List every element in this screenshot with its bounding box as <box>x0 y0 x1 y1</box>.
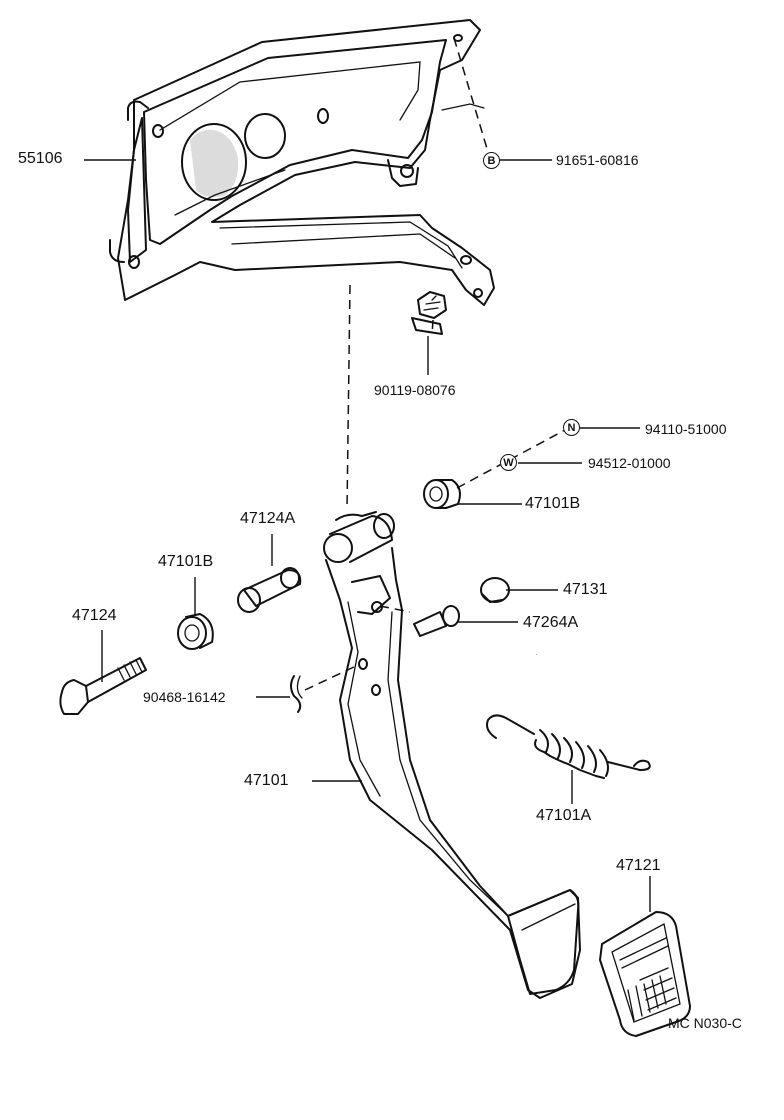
label-stopper: 47131 <box>563 581 608 598</box>
bushing-left <box>177 613 214 650</box>
label-bracket: 55106 <box>18 150 63 167</box>
return-spring <box>486 714 651 779</box>
brake-pedal <box>323 511 581 999</box>
bushing-right <box>423 479 461 509</box>
label-bushing-right: 47101B <box>525 495 581 512</box>
badge-bolt-upper: B <box>483 152 500 169</box>
pedal-bracket <box>109 19 495 306</box>
bolt-upper-shaft <box>411 291 447 335</box>
badge-washer: W <box>500 454 517 471</box>
collar <box>237 567 302 613</box>
label-bolt-mid: 90119-08076 <box>374 382 456 398</box>
label-pad: 47121 <box>616 857 661 874</box>
label-clip: 90468-16142 <box>143 689 226 705</box>
stopper <box>480 577 510 603</box>
label-washer: 94512-01000 <box>588 455 671 471</box>
badge-nut: N <box>563 419 580 436</box>
label-pin: 47264A <box>523 614 579 631</box>
label-pedal: 47101 <box>244 772 289 789</box>
diagram-code: MC N030-C <box>668 1015 742 1031</box>
pedal-bolt <box>59 657 147 715</box>
label-collar: 47124A <box>240 510 296 527</box>
svg-text:.: . <box>536 651 538 657</box>
label-nut: 94110-51000 <box>645 421 727 437</box>
label-bolt-upper: 91651-60816 <box>556 152 639 168</box>
label-spring: 47101A <box>536 807 592 824</box>
pedal-pad <box>599 911 691 1037</box>
label-pedal-bolt: 47124 <box>72 607 117 624</box>
pin <box>413 605 460 637</box>
label-bushing-left: 47101B <box>158 553 214 570</box>
clip <box>290 675 303 713</box>
